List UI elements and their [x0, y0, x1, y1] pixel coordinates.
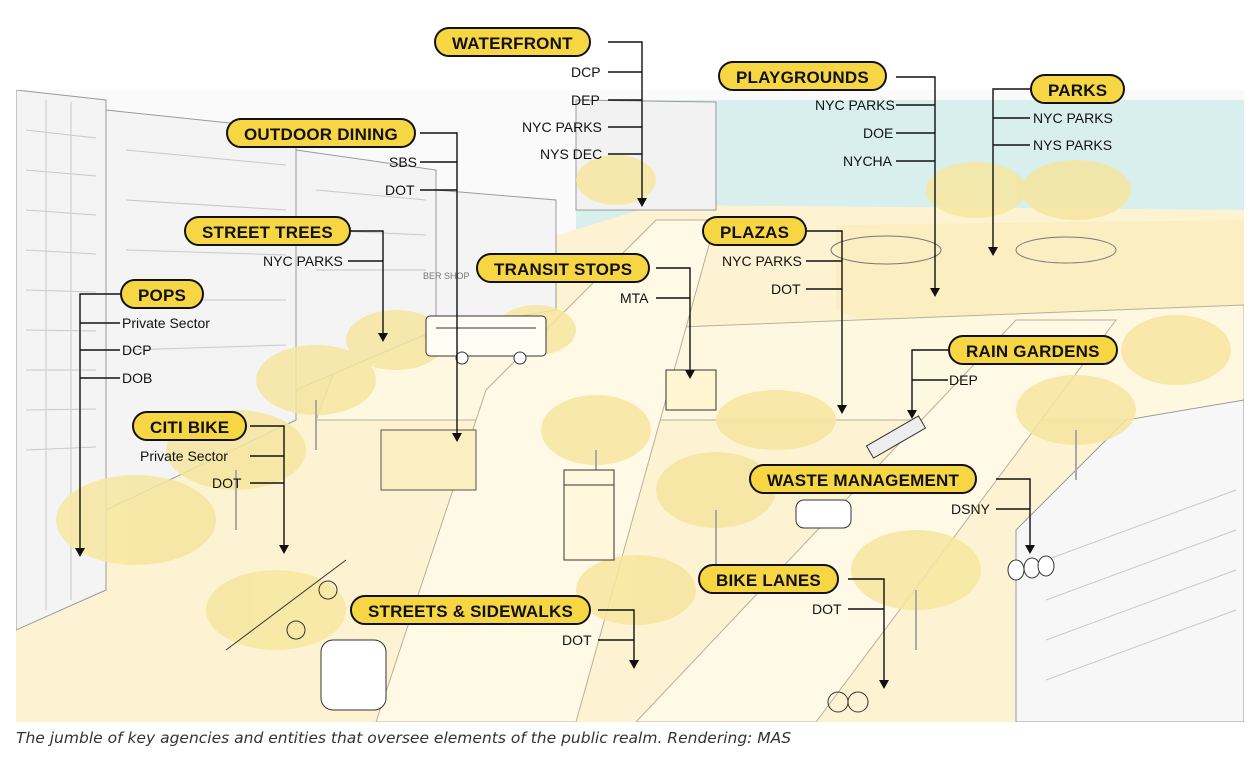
- agency-dcp: DCP: [122, 342, 152, 358]
- leader-arrowheads: [75, 198, 1035, 689]
- label-parks: PARKS: [1030, 74, 1126, 104]
- agency-nyc-parks: NYC PARKS: [522, 119, 602, 135]
- agency-nyc-parks: NYC PARKS: [1033, 110, 1113, 126]
- label-plazas: PLAZAS: [702, 216, 808, 246]
- streets-sidewalks-leader: [598, 609, 635, 660]
- bike-rack: [225, 559, 347, 651]
- cyclist-wheel: [847, 691, 869, 713]
- label-street-trees: STREET TREES: [184, 216, 351, 246]
- plazas-ticks: [806, 260, 842, 290]
- agency-doe: DOE: [863, 125, 894, 141]
- rain-gardens-leader: [911, 349, 948, 410]
- label-waste-management: WASTE MANAGEMENT: [749, 464, 978, 494]
- label-pops: POPS: [120, 279, 205, 309]
- dining-platform: [380, 429, 477, 491]
- waste-management-leader: [996, 478, 1031, 545]
- label-transit-stops: TRANSIT STOPS: [476, 253, 651, 283]
- agency-private-sector: Private Sector: [140, 448, 228, 464]
- label-bike-lanes: BIKE LANES: [698, 564, 839, 594]
- agency-dot: DOT: [212, 475, 242, 491]
- agency-nyc-parks: NYC PARKS: [722, 253, 802, 269]
- transit-stops-leader: [656, 267, 691, 370]
- bus: [425, 315, 547, 365]
- agency-nyc-parks: NYC PARKS: [815, 97, 895, 113]
- waste-bags: [1007, 555, 1055, 581]
- agency-dep: DEP: [949, 372, 978, 388]
- outdoor-dining-leader: [420, 132, 458, 433]
- shop-sign: BER SHOP: [423, 271, 470, 281]
- playgrounds-ticks: [896, 104, 935, 162]
- agency-mta: MTA: [620, 290, 649, 306]
- playgrounds-leader: [896, 76, 936, 288]
- agency-nyc-parks: NYC PARKS: [263, 253, 343, 269]
- label-playgrounds: PLAYGROUNDS: [718, 61, 887, 91]
- label-citi-bike: CITI BIKE: [132, 411, 248, 441]
- parks-ticks: [993, 117, 1030, 146]
- label-rain-gardens: RAIN GARDENS: [948, 335, 1118, 365]
- agency-dob: DOB: [122, 370, 153, 386]
- label-outdoor-dining: OUTDOOR DINING: [226, 118, 416, 148]
- outdoor-dining-ticks: [420, 161, 457, 191]
- right-building: [1015, 399, 1244, 722]
- agency-dsny: DSNY: [951, 501, 990, 517]
- parks-leader: [992, 88, 1030, 247]
- waterfront-leader: [608, 41, 643, 198]
- agency-sbs: SBS: [389, 154, 418, 170]
- right-building-lines: [1045, 489, 1237, 681]
- agency-dot: DOT: [385, 182, 415, 198]
- pops-ticks: [80, 322, 120, 379]
- agency-dcp: DCP: [571, 64, 601, 80]
- court-lines: [830, 235, 1117, 265]
- label-streets-sidewalks: STREETS & SIDEWALKS: [350, 595, 591, 625]
- street-trees-leader: [348, 230, 384, 333]
- agency-nys-parks: NYS PARKS: [1033, 137, 1113, 153]
- plazas-leader: [806, 230, 843, 405]
- agency-nycha: NYCHA: [843, 153, 893, 169]
- waterfront-ticks: [608, 71, 642, 155]
- agency-dot: DOT: [562, 632, 592, 648]
- rain-garden: [865, 415, 927, 459]
- label-waterfront: WATERFRONT: [434, 27, 591, 57]
- taxi: [320, 639, 387, 711]
- agency-private-sector: Private Sector: [122, 315, 210, 331]
- agency-dot: DOT: [812, 601, 842, 617]
- bus-shelter: [563, 469, 615, 561]
- bike-lanes-leader: [848, 578, 885, 680]
- agency-dep: DEP: [571, 92, 600, 108]
- figure-caption: The jumble of key agencies and entities …: [16, 729, 792, 747]
- agency-dot: DOT: [771, 281, 801, 297]
- pops-leader: [79, 293, 120, 548]
- agency-nys-dec: NYS DEC: [540, 146, 603, 162]
- citi-bike-ticks: [250, 455, 284, 484]
- car: [795, 499, 852, 529]
- bike-lane-road: [635, 319, 1117, 722]
- citi-bike-leader: [250, 425, 285, 545]
